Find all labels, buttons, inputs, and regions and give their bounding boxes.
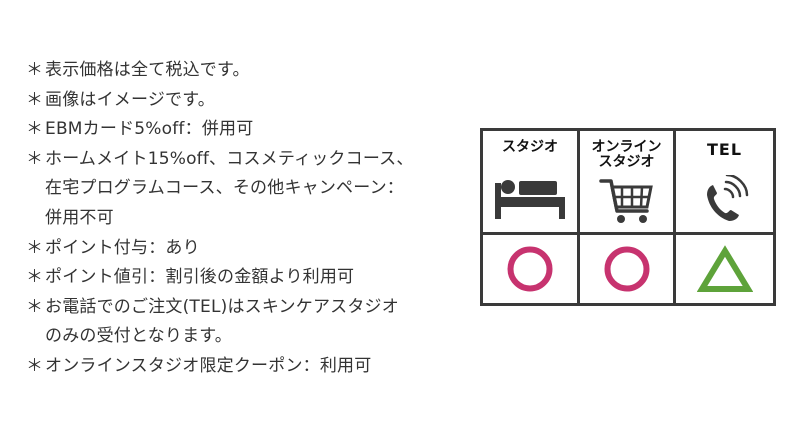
triangle-mark-icon (696, 245, 753, 292)
header-cell-studio: スタジオ (483, 131, 580, 235)
note-text: のみの受付となります。 (45, 326, 232, 347)
note-item: ＊ ホームメイト15%off、コスメティックコース、 在宅プログラムコース、その… (26, 145, 466, 234)
header-label-studio: スタジオ (502, 139, 558, 155)
note-item: ＊ お電話でのご注文(TEL)はスキンケアスタジオ のみの受付となります。 (26, 293, 466, 352)
note-text: 在宅プログラムコース、その他キャンペーン： (45, 178, 404, 199)
note-asterisk: ＊ (26, 148, 44, 169)
note-text: ポイント付与：あり (45, 237, 200, 258)
availability-cell-studio (483, 235, 580, 303)
circle-mark-icon (507, 246, 553, 292)
header-cell-online-studio: オンライン スタジオ (580, 131, 676, 235)
bed-icon (495, 180, 565, 219)
note-text: ポイント値引：割引後の金額より利用可 (45, 267, 355, 288)
note-asterisk: ＊ (26, 119, 44, 140)
shopping-cart-icon (598, 179, 653, 223)
note-item: ＊ ポイント付与：あり (26, 234, 466, 264)
availability-table: スタジオ オンライン スタジオ (480, 128, 776, 306)
availability-cell-online-studio (580, 235, 676, 303)
note-text: EBMカード5%off：併用可 (45, 119, 254, 140)
availability-cell-tel (676, 235, 773, 303)
note-text: 併用不可 (45, 207, 114, 228)
note-asterisk: ＊ (26, 89, 44, 110)
header-cell-tel: TEL (676, 131, 773, 235)
note-text: 画像はイメージです。 (45, 89, 215, 110)
circle-mark-icon (604, 246, 649, 292)
note-text: ホームメイト15%off、コスメティックコース、 (45, 148, 414, 169)
header-label-tel: TEL (706, 140, 743, 159)
note-asterisk: ＊ (26, 60, 44, 80)
note-item: ＊ EBMカード5%off：併用可 (26, 115, 466, 145)
note-item: ＊ オンラインスタジオ限定クーポン：利用可 (26, 352, 466, 382)
notes-list: ＊ 表示価格は全て税込です。 ＊ 画像はイメージです。 ＊ EBMカード5%of… (26, 56, 466, 382)
note-item: ＊ 画像はイメージです。 (26, 86, 466, 116)
note-asterisk: ＊ (26, 296, 44, 317)
note-asterisk: ＊ (26, 267, 44, 288)
note-text: お電話でのご注文(TEL)はスキンケアスタジオ (45, 296, 399, 317)
note-asterisk: ＊ (26, 237, 44, 258)
note-asterisk: ＊ (26, 355, 44, 376)
phone-icon (706, 175, 748, 221)
note-text: 表示価格は全て税込です。 (45, 60, 250, 80)
note-text: オンラインスタジオ限定クーポン：利用可 (45, 355, 372, 376)
note-item: ＊ 表示価格は全て税込です。 (26, 56, 466, 86)
header-label-online-studio: オンライン スタジオ (591, 139, 662, 170)
note-item: ＊ ポイント値引：割引後の金額より利用可 (26, 263, 466, 293)
